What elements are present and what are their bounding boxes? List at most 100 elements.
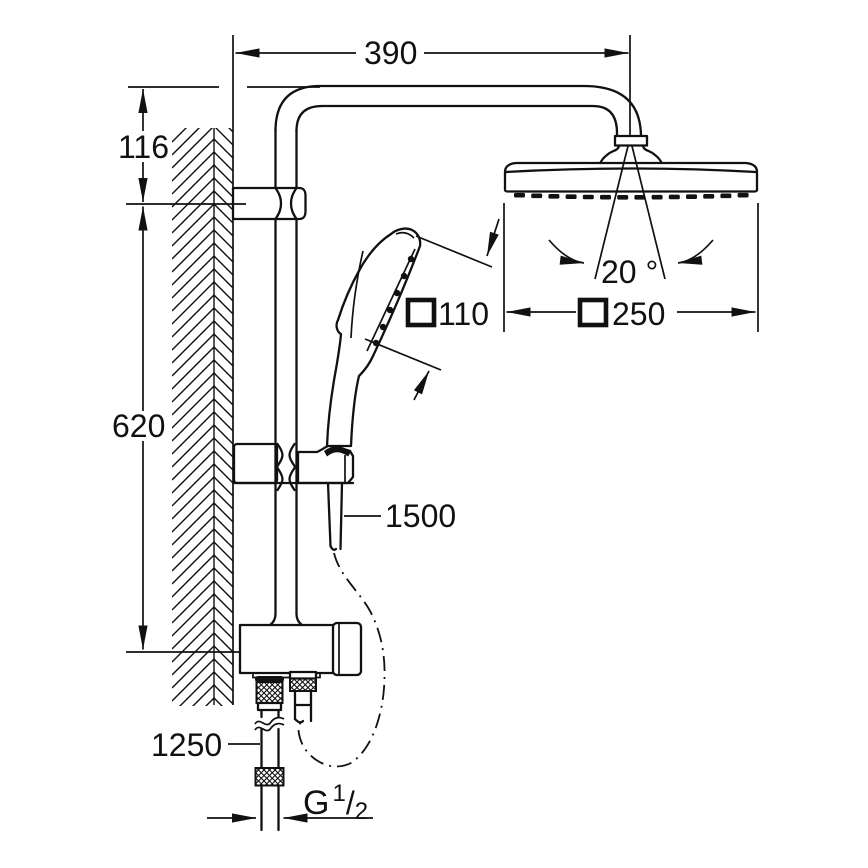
wall-hatch-line bbox=[213, 151, 233, 172]
hose-straight-part bbox=[326, 481, 344, 551]
wall-hatch-line bbox=[213, 606, 233, 627]
spray-angle-line bbox=[631, 145, 666, 280]
arm-left-elbow-inner bbox=[295, 104, 324, 133]
wall-hatch-line bbox=[213, 567, 233, 588]
rail-pinch bbox=[276, 466, 284, 492]
wall-hatch-line bbox=[213, 632, 233, 653]
wall-hatch-line bbox=[172, 128, 187, 143]
wall-hatch-line bbox=[213, 515, 233, 536]
nozzle-dash bbox=[514, 192, 525, 198]
boss-pipe-waist bbox=[274, 186, 283, 221]
wall-hatch-line bbox=[172, 645, 215, 689]
nozzle-dash bbox=[565, 194, 577, 199]
arm-right-elbow-inner bbox=[591, 104, 619, 135]
hand-shower bbox=[324, 227, 422, 457]
wall-hatch-line bbox=[179, 671, 215, 706]
dimension-annotations: 390 116 620 20 ° 250 110 bbox=[112, 35, 759, 825]
nozzle-dash bbox=[634, 194, 646, 200]
wall-hatch-line bbox=[215, 128, 233, 146]
hand-shower-nozzles bbox=[372, 255, 415, 347]
hose-break-mark bbox=[254, 716, 285, 726]
hose-knurled-nut bbox=[289, 677, 317, 692]
rail-flare bbox=[295, 612, 304, 627]
wall-hatch-line bbox=[213, 255, 233, 276]
wall-hatch-line bbox=[213, 203, 233, 224]
wall-hatch-line bbox=[172, 593, 215, 637]
supply-knurled-nut bbox=[255, 681, 284, 704]
wall-hatch-line bbox=[213, 684, 233, 705]
wall-hatch-line bbox=[213, 346, 233, 367]
wall-hatch-line bbox=[213, 320, 233, 341]
angle-arrow-left bbox=[548, 239, 585, 265]
wall-hatch-line bbox=[172, 567, 215, 611]
wall-hatch-line bbox=[172, 307, 215, 351]
wall-hatch-line bbox=[213, 333, 233, 354]
wall-hatch-line bbox=[172, 242, 215, 286]
wall-hatch-line bbox=[228, 128, 233, 133]
dim-250-label: 250 bbox=[612, 296, 665, 332]
wall-hatch-line bbox=[172, 281, 215, 325]
wall-hatch-line bbox=[172, 411, 215, 455]
hose-end bbox=[329, 544, 338, 551]
wall-hatch-line bbox=[213, 502, 233, 523]
wall-hatch-line bbox=[213, 528, 233, 549]
dim-110-arrow-bottom bbox=[413, 370, 430, 401]
wall-hatch-line bbox=[213, 164, 233, 185]
rail-holder bbox=[232, 442, 355, 485]
wall-hatch-line bbox=[213, 229, 233, 250]
wall-hatch-line bbox=[213, 541, 233, 562]
wall-hatch-line bbox=[172, 385, 215, 429]
wall-union-boss bbox=[231, 186, 307, 221]
wall-hatch-line bbox=[172, 528, 215, 572]
rail-pinch bbox=[288, 442, 296, 468]
extension-line bbox=[364, 338, 442, 371]
nozzle-dash bbox=[548, 194, 560, 199]
wall-hatch-line bbox=[213, 450, 233, 471]
dim-116-label: 116 bbox=[118, 129, 169, 165]
supply-hose-lower bbox=[260, 784, 280, 832]
thread-denominator: 2 bbox=[355, 798, 368, 825]
wall-hatch-line bbox=[213, 242, 233, 263]
wall-hatch-line bbox=[172, 346, 215, 390]
wall-hatch-line bbox=[213, 177, 233, 198]
wall-hatch-line bbox=[172, 151, 215, 195]
wall-hatch-line bbox=[213, 359, 233, 380]
wall-hatch-line bbox=[213, 411, 233, 432]
wall-hatch-line bbox=[213, 437, 233, 458]
wall-hatch-line bbox=[213, 489, 233, 510]
wall-hatch-line bbox=[213, 645, 233, 666]
diverter-underside bbox=[252, 673, 321, 679]
wall-hatch-line bbox=[213, 476, 233, 497]
wall-hatch-line bbox=[213, 385, 233, 406]
spray-angle-line bbox=[594, 145, 629, 280]
wall-hatch-line bbox=[213, 294, 233, 315]
hand-shower-contour-line bbox=[350, 250, 364, 339]
nozzle-dash bbox=[600, 194, 611, 200]
wall-hatch-line bbox=[172, 229, 215, 273]
hose-connector-tube bbox=[293, 689, 313, 723]
wall-hatch-line bbox=[172, 372, 215, 416]
nozzle-dash bbox=[531, 193, 543, 199]
wall-hatch bbox=[172, 128, 233, 706]
extension-line bbox=[415, 235, 493, 268]
wall-hatch-line bbox=[213, 463, 233, 484]
wall-hatch-line bbox=[213, 671, 233, 692]
holder-cone-opening bbox=[324, 446, 351, 457]
head-shower bbox=[503, 134, 759, 200]
wall-hatch-line bbox=[205, 697, 215, 706]
wall-hatch-line bbox=[172, 476, 215, 520]
wall-hatch-line bbox=[172, 138, 215, 182]
hose-connector-end bbox=[293, 717, 305, 724]
wall-hatch-line bbox=[172, 489, 215, 533]
wall-hatch-line bbox=[213, 216, 233, 237]
hand-shower-faceplate-line bbox=[366, 248, 416, 352]
dim-110-arrow-top bbox=[486, 218, 500, 257]
thread-numerator: 1 bbox=[332, 780, 345, 807]
wall-hatch-line bbox=[172, 294, 215, 338]
head-shower-collar bbox=[613, 134, 649, 147]
wall-hatch-line bbox=[172, 437, 215, 481]
wall-hatch-line bbox=[213, 424, 233, 445]
wall-hatch-line bbox=[213, 268, 233, 289]
